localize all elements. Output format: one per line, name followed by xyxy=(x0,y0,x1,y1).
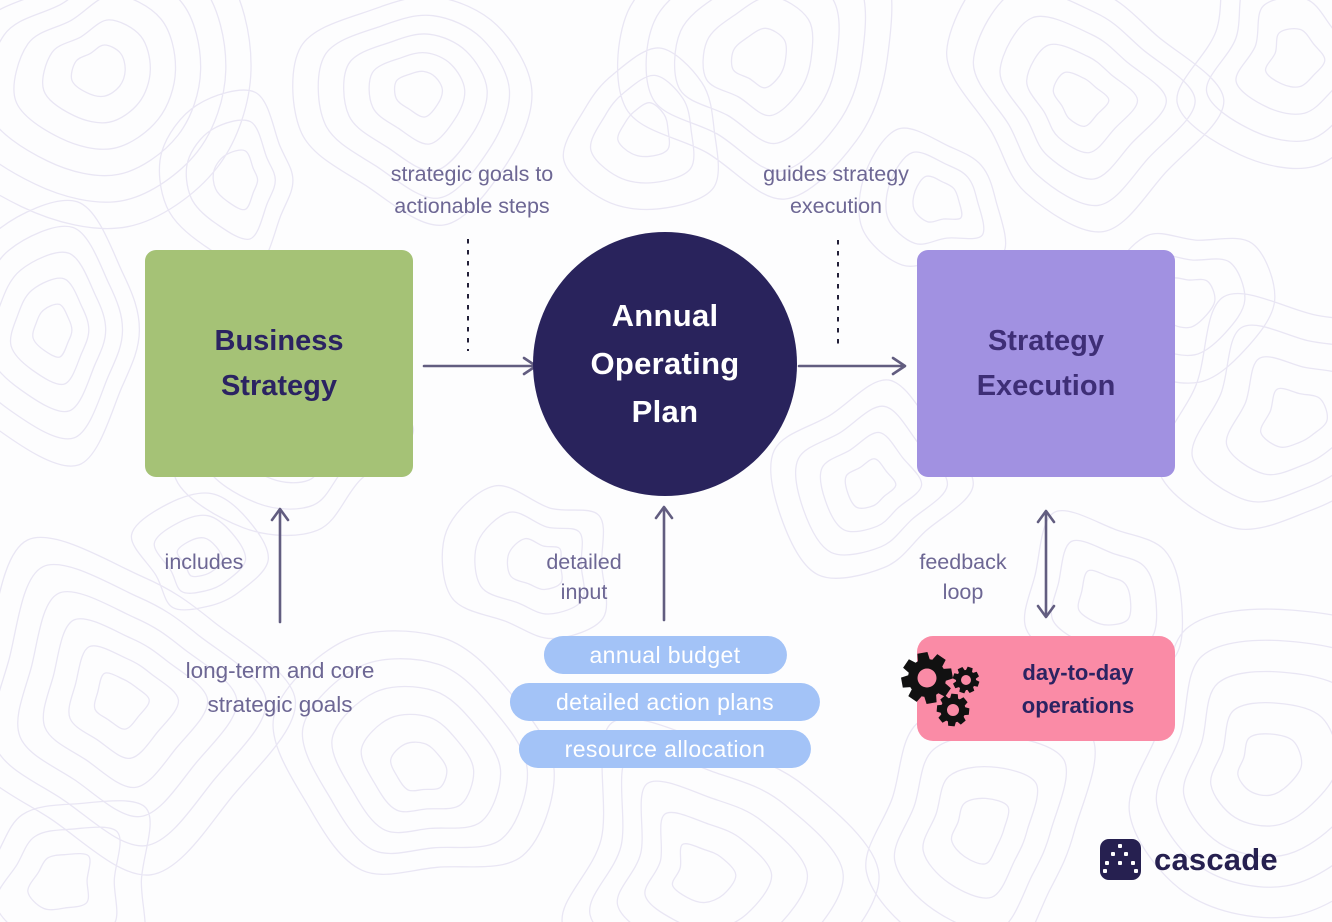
arrow-detailed-input-up xyxy=(654,505,674,622)
label-includes: includes xyxy=(165,546,244,578)
label-line: execution xyxy=(789,194,883,218)
note-line: strategic goals xyxy=(207,692,353,717)
node-label-line: Strategy xyxy=(220,369,338,402)
note-long-term-core-strategic-goals: long-term and core strategic goals xyxy=(186,654,375,722)
arrow-includes-up xyxy=(270,507,290,624)
pill-annual-budget: annual budget xyxy=(543,636,787,674)
gears-icon xyxy=(901,652,980,727)
label-line: detailed xyxy=(546,550,622,574)
label-detailed-input: detailed input xyxy=(546,547,621,607)
arrow-feedback-loop-double xyxy=(1036,509,1056,619)
node-label-line: Execution xyxy=(976,369,1116,402)
pill-detailed-action-plans: detailed action plans xyxy=(509,683,821,721)
node-label-line: day-to-day xyxy=(1022,659,1134,685)
arrow-strategy-to-plan xyxy=(422,356,538,376)
label-line: feedback xyxy=(919,550,1007,574)
node-label-line: Operating xyxy=(590,346,740,381)
node-label-line: Business xyxy=(214,324,344,357)
label-feedback-loop: feedback loop xyxy=(919,547,1006,607)
detailed-input-pill-list: annual budget detailed action plans reso… xyxy=(509,636,821,768)
node-business-strategy: Business Strategy xyxy=(145,250,413,477)
note-line: long-term and core xyxy=(185,658,375,683)
label-line: strategic goals to xyxy=(390,162,554,186)
pill-resource-allocation: resource allocation xyxy=(518,730,812,768)
arrow-plan-to-execution xyxy=(797,356,907,376)
label-guides-strategy-execution: guides strategy execution xyxy=(763,158,909,222)
cascade-logo-text: cascade xyxy=(1154,841,1278,877)
node-label-line: operations xyxy=(1021,692,1135,718)
label-line: loop xyxy=(942,580,984,604)
node-label-line: Plan xyxy=(631,394,699,429)
label-strategic-goals-to-actionable-steps: strategic goals to actionable steps xyxy=(391,158,554,222)
node-label-line: Strategy xyxy=(987,324,1105,357)
label-line: includes xyxy=(164,550,244,574)
cascade-logo-icon xyxy=(1100,839,1141,880)
node-strategy-execution: Strategy Execution xyxy=(917,250,1175,477)
label-line: actionable steps xyxy=(394,194,550,218)
cascade-logo: cascade xyxy=(1100,839,1278,880)
node-annual-operating-plan: Annual Operating Plan xyxy=(533,232,797,496)
label-line: guides strategy xyxy=(763,162,909,186)
node-label-line: Annual xyxy=(611,298,719,333)
label-line: input xyxy=(560,580,608,604)
